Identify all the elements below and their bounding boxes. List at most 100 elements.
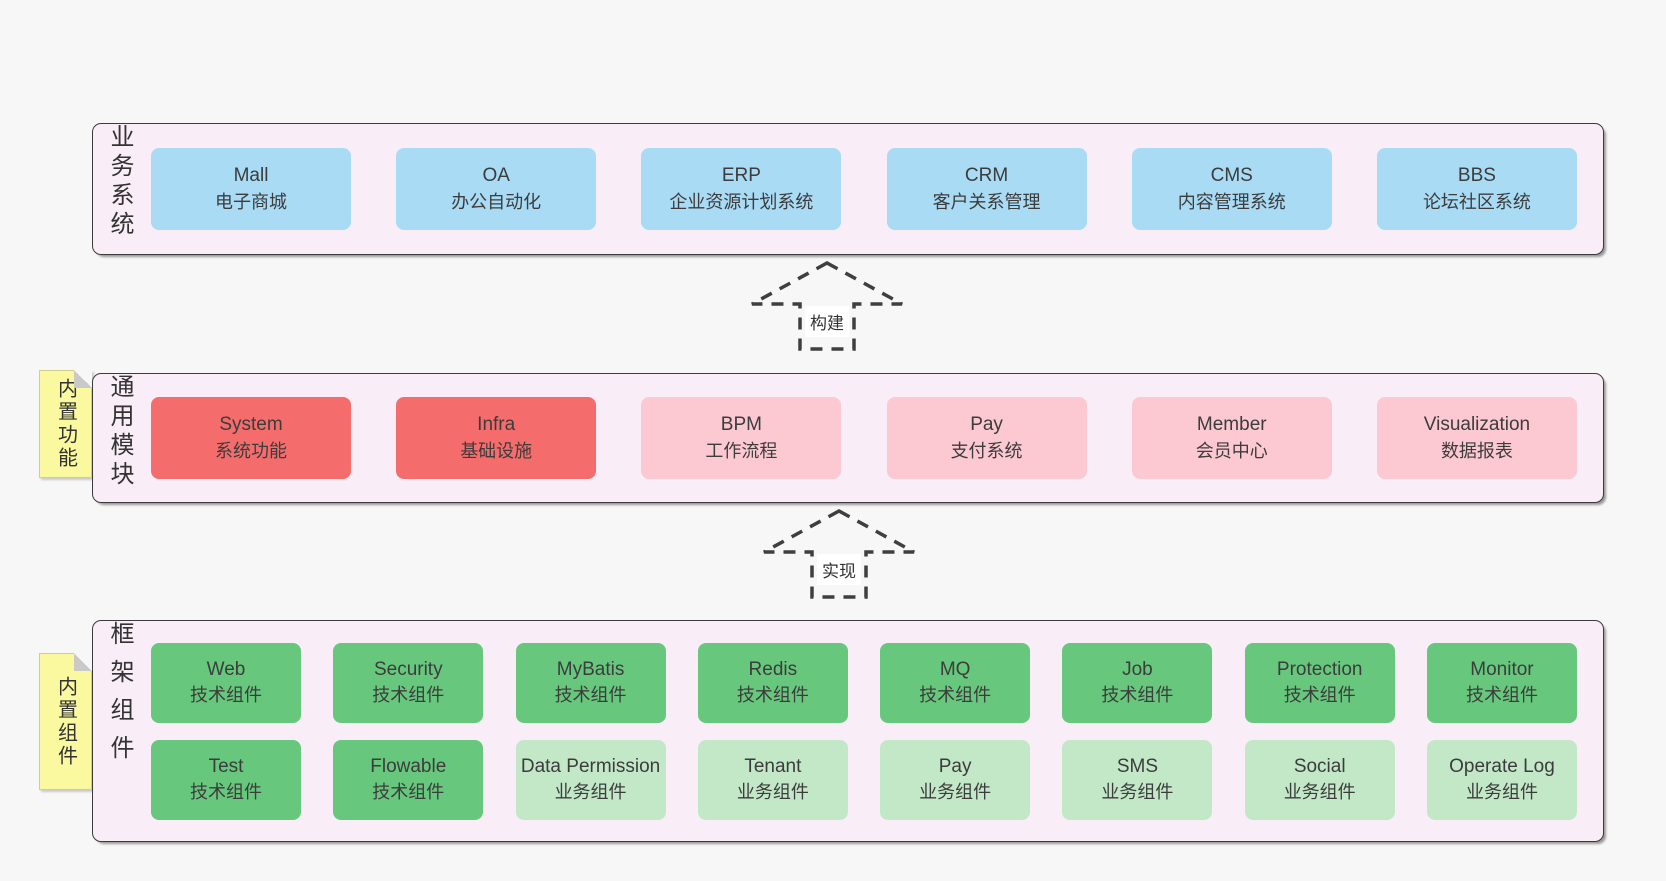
node-subtitle: 技术组件 — [190, 782, 262, 803]
node-title: Member — [1196, 414, 1267, 436]
node-bpm: BPM 工作流程 — [641, 397, 842, 479]
node-pay-component: Pay 业务组件 — [880, 739, 1031, 820]
up-block-arrow-icon — [751, 261, 903, 351]
node-monitor: Monitor 技术组件 — [1426, 642, 1577, 723]
node-title: Web — [206, 658, 246, 680]
node-subtitle: 内容管理系统 — [1177, 191, 1286, 212]
node-flowable: Flowable 技术组件 — [333, 739, 484, 820]
node-subtitle: 企业资源计划系统 — [669, 191, 814, 212]
node-mybatis: MyBatis 技术组件 — [515, 642, 666, 723]
components-rows: Web 技术组件 Security 技术组件 MyBatis 技术组件 Redi… — [151, 621, 1577, 841]
node-social: Social 业务组件 — [1244, 739, 1395, 820]
node-title: Pay — [938, 755, 972, 777]
node-operate-log: Operate Log 业务组件 — [1426, 739, 1577, 820]
node-title: Test — [208, 755, 244, 777]
modules-boxes-row: System 系统功能 Infra 基础设施 BPM 工作流程 Pay 支付系统… — [151, 374, 1577, 502]
implement-arrow-label: 实现 — [817, 554, 861, 585]
node-mall: Mall 电子商城 — [151, 148, 351, 230]
node-subtitle: 系统功能 — [215, 440, 287, 461]
node-subtitle: 支付系统 — [950, 440, 1023, 461]
node-redis: Redis 技术组件 — [697, 642, 848, 723]
node-title: MQ — [939, 658, 971, 680]
node-subtitle: 业务组件 — [1101, 782, 1174, 803]
node-member: Member 会员中心 — [1131, 397, 1332, 479]
note-text: 内置功能 — [54, 378, 77, 470]
node-mq: MQ 技术组件 — [880, 642, 1031, 723]
node-subtitle: 办公自动化 — [451, 191, 542, 212]
node-tenant: Tenant 业务组件 — [697, 739, 848, 820]
node-title: Job — [1122, 658, 1153, 680]
node-title: Operate Log — [1449, 755, 1555, 777]
node-subtitle: 电子商城 — [215, 191, 287, 212]
build-arrow: 构建 — [742, 260, 912, 352]
node-subtitle: 客户关系管理 — [932, 191, 1041, 212]
node-title: System — [219, 414, 283, 436]
node-title: Protection — [1276, 658, 1363, 680]
node-title: CMS — [1210, 165, 1253, 187]
node-subtitle: 技术组件 — [372, 685, 445, 706]
node-subtitle: 业务组件 — [554, 782, 627, 803]
node-title: SMS — [1116, 755, 1158, 777]
node-pay-system: Pay 支付系统 — [886, 397, 1087, 479]
node-subtitle: 技术组件 — [372, 782, 445, 803]
node-subtitle: 技术组件 — [554, 685, 627, 706]
node-subtitle: 技术组件 — [1101, 685, 1174, 706]
node-subtitle: 数据报表 — [1440, 440, 1513, 461]
business-layer-label: 业务系统 — [106, 124, 133, 240]
node-subtitle: 论坛社区系统 — [1422, 191, 1531, 212]
note-fold-corner-icon — [74, 653, 92, 671]
modules-layer-label: 通用模块 — [106, 374, 133, 490]
components-layer-label: 框架组件 — [106, 621, 133, 773]
node-visualization: Visualization 数据报表 — [1376, 397, 1577, 479]
node-subtitle: 技术组件 — [1465, 685, 1538, 706]
node-data-permission: Data Permission 业务组件 — [515, 739, 666, 820]
built-in-functions-note: 内置功能 — [39, 370, 92, 478]
built-in-components-note: 内置组件 — [39, 653, 92, 790]
node-title: MyBatis — [556, 658, 625, 680]
node-system: System 系统功能 — [151, 397, 351, 479]
node-title: CRM — [964, 165, 1009, 187]
node-web: Web 技术组件 — [151, 642, 301, 723]
node-title: BPM — [720, 414, 762, 436]
node-subtitle: 技术组件 — [919, 685, 992, 706]
node-protection: Protection 技术组件 — [1244, 642, 1395, 723]
node-title: Redis — [748, 658, 798, 680]
framework-components-layer: 框架组件 Web 技术组件 Security 技术组件 MyBatis 技术组件… — [92, 620, 1604, 842]
node-title: Visualization — [1423, 414, 1531, 436]
business-boxes-row: Mall 电子商城 OA 办公自动化 ERP 企业资源计划系统 CRM 客户关系… — [151, 124, 1577, 254]
node-subtitle: 业务组件 — [1283, 782, 1356, 803]
node-test: Test 技术组件 — [151, 739, 301, 820]
node-subtitle: 工作流程 — [705, 440, 778, 461]
node-security: Security 技术组件 — [333, 642, 484, 723]
business-systems-layer: 业务系统 Mall 电子商城 OA 办公自动化 ERP 企业资源计划系统 CRM… — [92, 123, 1604, 255]
node-title: Security — [373, 658, 443, 680]
node-subtitle: 业务组件 — [736, 782, 809, 803]
build-arrow-label: 构建 — [805, 306, 849, 337]
node-title: Tenant — [744, 755, 802, 777]
note-fold-corner-icon — [74, 370, 92, 388]
up-block-arrow-icon — [763, 509, 915, 599]
node-title: ERP — [721, 165, 761, 187]
node-subtitle: 基础设施 — [460, 440, 533, 461]
node-erp: ERP 企业资源计划系统 — [641, 148, 842, 230]
node-title: BBS — [1457, 165, 1496, 187]
node-title: Monitor — [1470, 658, 1534, 680]
node-job: Job 技术组件 — [1062, 642, 1213, 723]
node-subtitle: 业务组件 — [919, 782, 992, 803]
node-bbs: BBS 论坛社区系统 — [1376, 148, 1577, 230]
node-title: Data Permission — [520, 755, 661, 777]
node-cms: CMS 内容管理系统 — [1131, 148, 1332, 230]
node-infra: Infra 基础设施 — [396, 397, 597, 479]
node-crm: CRM 客户关系管理 — [886, 148, 1087, 230]
node-title: Mall — [233, 165, 269, 187]
node-subtitle: 技术组件 — [1283, 685, 1356, 706]
note-text: 内置组件 — [54, 675, 77, 768]
node-subtitle: 技术组件 — [190, 685, 262, 706]
node-subtitle: 会员中心 — [1195, 440, 1268, 461]
node-oa: OA 办公自动化 — [396, 148, 597, 230]
node-title: Social — [1293, 755, 1346, 777]
node-title: Flowable — [370, 755, 447, 777]
common-modules-layer: 通用模块 System 系统功能 Infra 基础设施 BPM 工作流程 Pay… — [92, 373, 1604, 503]
node-title: OA — [482, 165, 510, 187]
node-title: Pay — [970, 414, 1003, 436]
